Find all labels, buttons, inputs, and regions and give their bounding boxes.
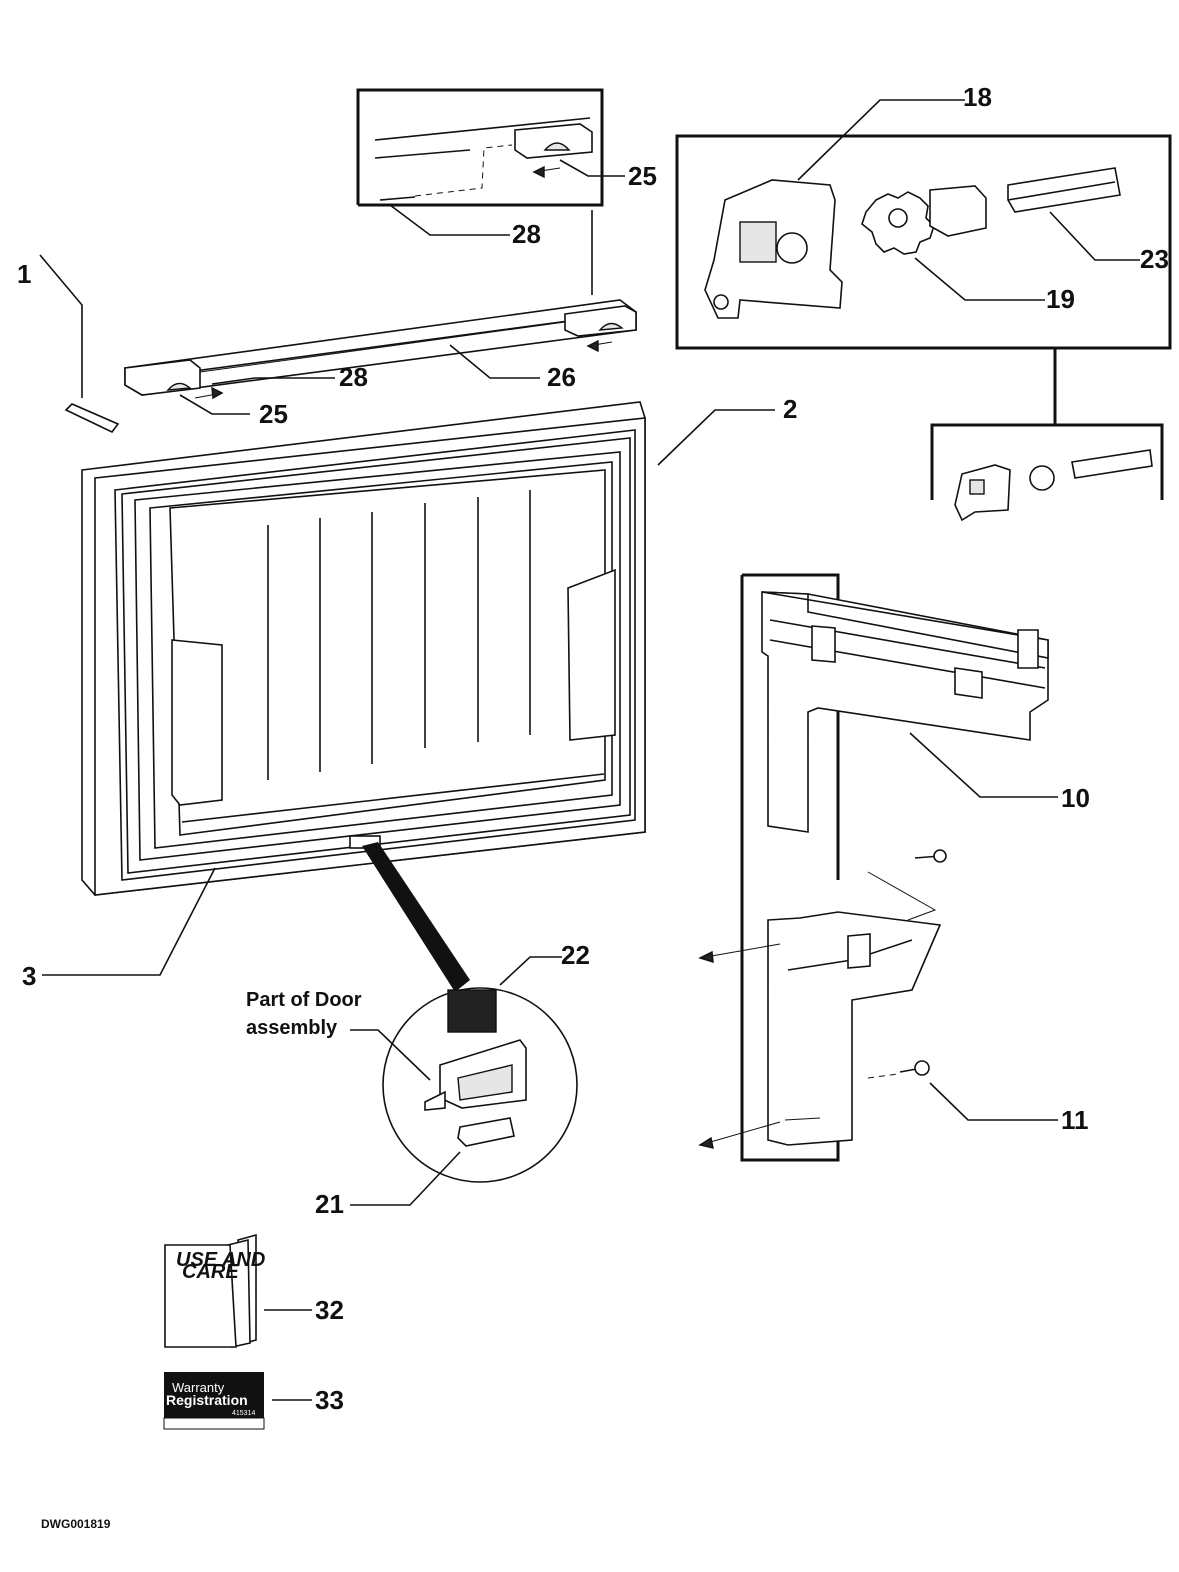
callout-19: 19 (1046, 284, 1075, 314)
callout-1: 1 (17, 259, 31, 289)
callout-25-top: 25 (628, 161, 657, 191)
use-and-care-manual: USE AND CARE (164, 1233, 265, 1348)
callout-25-bottom: 25 (259, 399, 288, 429)
callout-28-top: 28 (512, 219, 541, 249)
damper-mechanism-inset (675, 134, 1172, 425)
callout-32: 32 (315, 1295, 344, 1325)
callout-33: 33 (315, 1385, 344, 1415)
warranty-code: 415314 (232, 1410, 255, 1417)
pin-part (64, 403, 120, 434)
hinge-bracket-inset (698, 573, 1049, 1162)
callout-labels: 1 2 3 10 11 18 19 21 22 23 25 25 26 28 2… (17, 82, 1169, 1415)
manual-title-line1: USE AND (176, 1249, 265, 1271)
callout-28-bottom: 28 (339, 362, 368, 392)
handle-bar (124, 299, 637, 400)
callout-21: 21 (315, 1189, 344, 1219)
callout-2: 2 (783, 394, 797, 424)
warranty-line2: Registration (166, 1392, 248, 1408)
callout-23: 23 (1140, 244, 1169, 274)
door-latch-detail (362, 842, 578, 1183)
callout-10: 10 (1061, 783, 1090, 813)
handle-end-detail-inset (356, 88, 604, 207)
leader-lines (39, 99, 1140, 1401)
door-assembly-note-line2: assembly (246, 1017, 338, 1039)
callout-11: 11 (1061, 1105, 1089, 1135)
callout-18: 18 (963, 82, 992, 112)
warranty-line1: Warranty (172, 1380, 225, 1395)
manual-title-line2: CARE (182, 1261, 239, 1283)
callout-22: 22 (561, 940, 590, 970)
drawing-id: DWG001819 (41, 1517, 111, 1531)
warranty-registration-card: Warranty Registration 415314 (163, 1372, 265, 1430)
callout-3: 3 (22, 961, 36, 991)
door-assembly (81, 401, 646, 896)
door-assembly-note-line1: Part of Door (246, 989, 362, 1011)
callout-26: 26 (547, 362, 576, 392)
damper-mechanism-small-inset (930, 423, 1164, 522)
